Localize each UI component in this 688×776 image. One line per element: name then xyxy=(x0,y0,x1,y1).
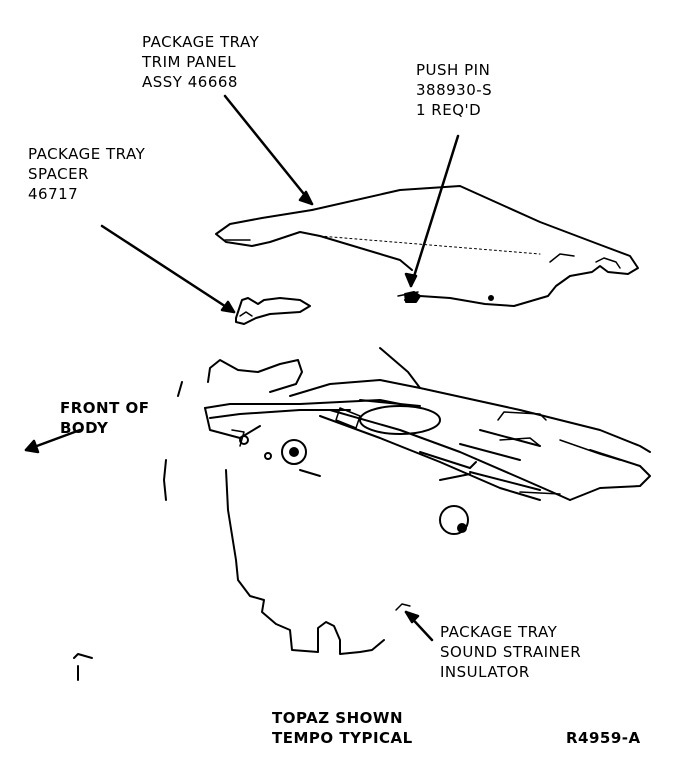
push-pin-label: PUSH PIN 388930-S 1 REQ'D xyxy=(416,61,493,119)
figure-caption: TOPAZ SHOWN TEMPO TYPICAL xyxy=(272,709,413,747)
spacer-part xyxy=(235,297,311,325)
body-structure xyxy=(73,347,651,681)
push-pin-part xyxy=(397,291,421,303)
front-of-body-label: FRONT OF BODY xyxy=(60,399,150,437)
figure-id: R4959-A xyxy=(566,729,641,747)
insulator-label: PACKAGE TRAY SOUND STRAINER INSULATOR xyxy=(440,623,582,681)
trim-panel-part xyxy=(215,185,639,307)
leader-arrows xyxy=(24,94,460,642)
trim-panel-label: PACKAGE TRAY TRIM PANEL ASSY 46668 xyxy=(142,33,260,91)
spacer-label: PACKAGE TRAY SPACER 46717 xyxy=(28,145,146,203)
